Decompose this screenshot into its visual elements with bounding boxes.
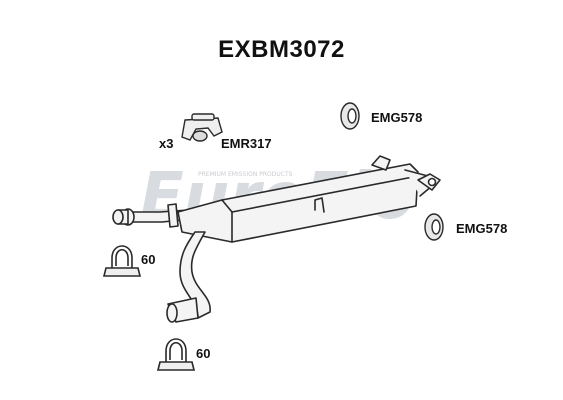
exhaust-gasket-icon	[424, 213, 444, 241]
u-bolt-clamp-icon	[156, 338, 196, 371]
exhaust-gasket-icon	[340, 102, 360, 130]
part-number-title: EXBM3072	[218, 36, 345, 63]
rubber-hanger-icon	[181, 113, 223, 142]
gasket-part-code-bottom: EMG578	[456, 221, 508, 236]
clamp-size-bottom: 60	[196, 346, 211, 361]
clamp-size-top: 60	[141, 252, 156, 267]
watermark-tagline: PREMIUM EMISSION PRODUCTS	[198, 171, 293, 178]
u-bolt-clamp-icon	[102, 245, 142, 277]
rear-silencer-assembly	[112, 155, 441, 323]
gasket-part-code-top: EMG578	[371, 110, 423, 125]
hanger-part-code: EMR317	[221, 136, 272, 151]
hanger-quantity: x3	[159, 136, 174, 151]
